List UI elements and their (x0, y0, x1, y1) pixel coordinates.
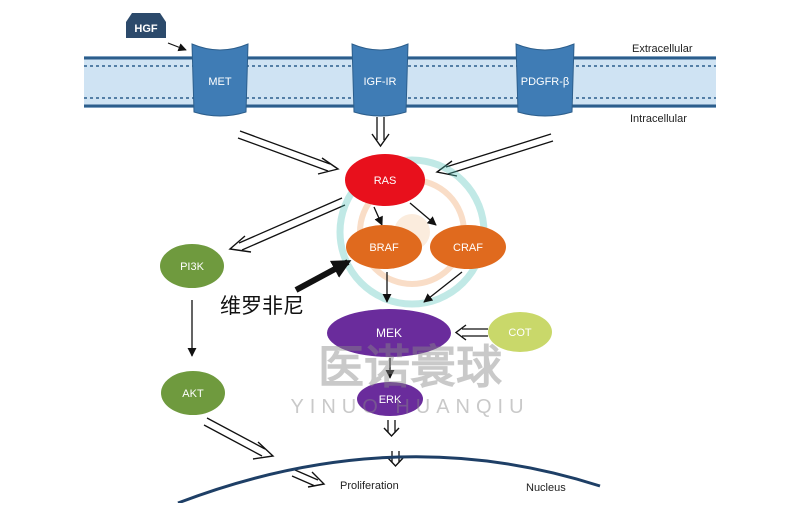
node-cot-label: COT (508, 327, 532, 339)
double-arrow-cot-mek (454, 324, 488, 341)
double-arrow-igf-ras (371, 117, 390, 148)
arrow-ras-craf (409, 202, 437, 226)
node-erk: ERK (357, 382, 423, 416)
watermark-text: 医诺寰球 YINUO HUANQIU (290, 340, 529, 418)
watermark-en: YINUO HUANQIU (290, 396, 529, 418)
node-pi3k: PI3K (160, 244, 224, 288)
receptor-pdgfr-beta: PDGFR-β (515, 43, 575, 117)
node-mek-label: MEK (376, 326, 402, 340)
arrow-ras-braf (373, 206, 383, 226)
watermark-cn: 医诺寰球 (318, 340, 503, 394)
node-mek: MEK (327, 309, 451, 357)
double-arrow-erk-nucleus-1 (383, 420, 400, 438)
node-cot: COT (488, 312, 552, 352)
node-craf: CRAF (430, 225, 506, 269)
double-arrow-pdgfr-ras (435, 133, 554, 177)
receptor-igf-ir-label: IGF-IR (364, 76, 397, 88)
drug-label: 维罗非尼 (220, 294, 304, 318)
double-arrow-met-ras (237, 130, 340, 175)
receptor-met-label: MET (208, 76, 232, 88)
node-erk-label: ERK (379, 394, 402, 406)
double-arrow-into-nucleus (291, 469, 326, 488)
node-braf: BRAF (346, 225, 422, 269)
receptor-met: MET (191, 43, 249, 117)
hgf-ligand: HGF (126, 13, 166, 38)
receptor-igf-ir: IGF-IR (351, 43, 409, 117)
node-pi3k-label: PI3K (180, 261, 205, 273)
hgf-arrow (167, 42, 187, 52)
node-braf-label: BRAF (369, 242, 399, 254)
node-ras-label: RAS (374, 175, 397, 187)
nucleus-label: Nucleus (526, 482, 566, 494)
drug-inhibition-arrow (294, 259, 352, 293)
node-craf-label: CRAF (453, 242, 483, 254)
node-akt: AKT (161, 371, 225, 415)
double-arrow-akt-proliferation (203, 417, 275, 460)
double-arrow-ras-pi3k (228, 197, 346, 253)
node-akt-label: AKT (182, 388, 204, 400)
nucleus-membrane (177, 455, 601, 505)
hgf-label: HGF (134, 23, 158, 35)
node-ras: RAS (345, 154, 425, 206)
receptor-pdgfr-beta-label: PDGFR-β (521, 76, 570, 88)
extracellular-label: Extracellular (632, 43, 693, 55)
proliferation-label: Proliferation (340, 480, 399, 492)
arrow-craf-mek (423, 271, 463, 303)
intracellular-label: Intracellular (630, 113, 687, 125)
